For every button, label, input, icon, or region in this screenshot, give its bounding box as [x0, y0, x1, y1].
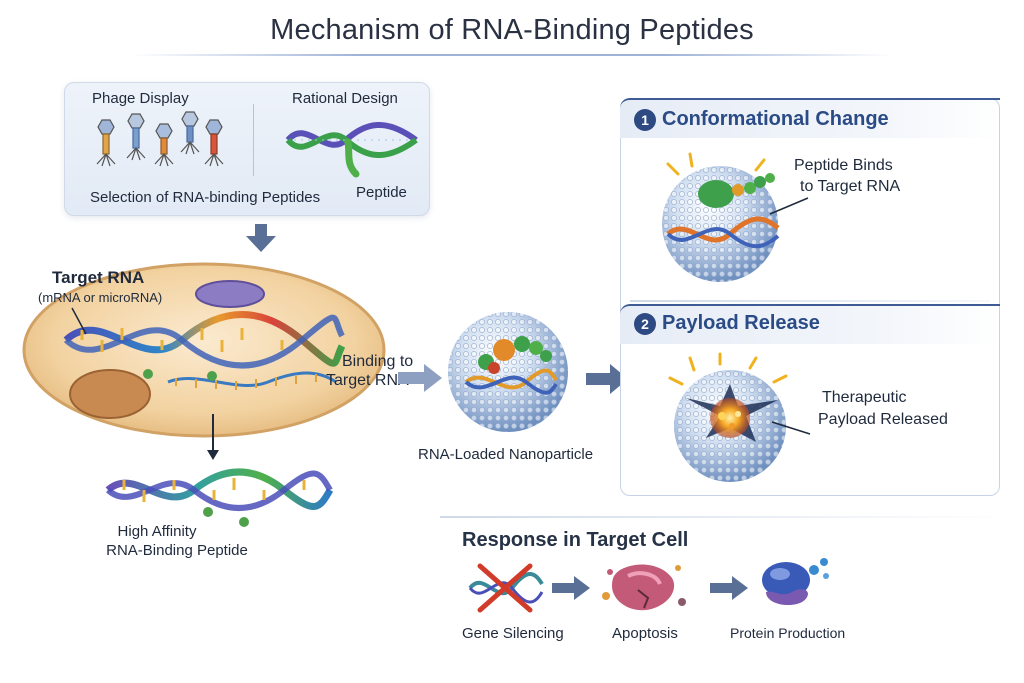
- pointer-line: [769, 197, 809, 215]
- peptide-caption-line2: RNA-Binding Peptide: [106, 542, 248, 559]
- payload-release-icon: [668, 352, 788, 482]
- step-2-title: Payload Release: [662, 312, 820, 334]
- nanoparticle-icon: [448, 312, 568, 432]
- target-rna-subtitle: (mRNA or microRNA): [38, 290, 163, 305]
- mechanism-steps-panel: [620, 98, 1000, 496]
- response-item-apoptosis: Apoptosis: [612, 625, 678, 642]
- step-1-desc-line2: to Target RNA: [800, 178, 901, 195]
- apoptosis-icon: [602, 564, 686, 611]
- step-2-header: [620, 304, 1000, 344]
- nucleus-icon: [69, 369, 151, 419]
- response-title: Response in Target Cell: [462, 529, 689, 551]
- right-arrow-icon: [398, 364, 442, 392]
- panel-divider: [253, 104, 254, 176]
- step-2-number: 2: [634, 313, 656, 335]
- phage-icon: [126, 113, 146, 161]
- target-cell: [22, 262, 386, 438]
- right-arrow-icon: [552, 576, 590, 600]
- step-2-desc-line1: Therapeutic: [822, 389, 907, 406]
- phage-display-label: Phage Display: [92, 90, 189, 107]
- page-title: Mechanism of RNA-Binding Peptides: [270, 14, 754, 46]
- nanoparticle-label: RNA-Loaded Nanoparticle: [418, 446, 594, 463]
- peptide-bound-helix: [105, 468, 334, 527]
- phage-icon: [154, 123, 174, 167]
- step-2-desc-line2: Payload Released: [818, 411, 948, 428]
- down-arrow-small-icon: [207, 414, 219, 460]
- pointer-line: [771, 421, 811, 435]
- peptide-binding-nanoparticle-icon: [662, 152, 780, 282]
- protein-production-icon: [762, 558, 829, 606]
- selection-caption: Selection of RNA-binding Peptides: [90, 189, 321, 206]
- phage-icon: [180, 111, 200, 155]
- step-divider: [630, 300, 990, 302]
- selection-panel: [64, 82, 430, 216]
- phage-icon: [204, 119, 224, 167]
- response-divider: [440, 516, 1014, 518]
- peptide-caption-line1: High Affinity: [117, 523, 197, 540]
- peptide-label: Peptide: [356, 184, 407, 201]
- step-1-number: 1: [634, 109, 656, 131]
- phage-icons: [96, 111, 224, 167]
- pointer-line: [71, 307, 87, 335]
- rational-design-label: Rational Design: [292, 90, 398, 107]
- step-1-title: Conformational Change: [662, 108, 889, 130]
- target-rna-helix: [63, 311, 346, 381]
- right-arrow-icon: [710, 576, 748, 600]
- peptide-helix-icon: [285, 122, 418, 178]
- binding-label-line1: Binding to: [342, 353, 414, 370]
- down-arrow-icon: [246, 224, 276, 252]
- title-divider: [130, 54, 894, 56]
- step-1-desc-line1: Peptide Binds: [794, 157, 893, 174]
- gene-silencing-icon: [468, 563, 544, 613]
- binding-label-line2: Target RNA: [326, 372, 409, 389]
- response-item-protein-production: Protein Production: [730, 625, 846, 641]
- organelle-icon: [195, 280, 265, 308]
- right-arrow-icon: [586, 364, 628, 394]
- step-1-header: [620, 98, 1000, 138]
- phage-icon: [96, 119, 116, 167]
- target-rna-title: Target RNA: [52, 268, 145, 287]
- response-item-gene-silencing: Gene Silencing: [462, 625, 564, 642]
